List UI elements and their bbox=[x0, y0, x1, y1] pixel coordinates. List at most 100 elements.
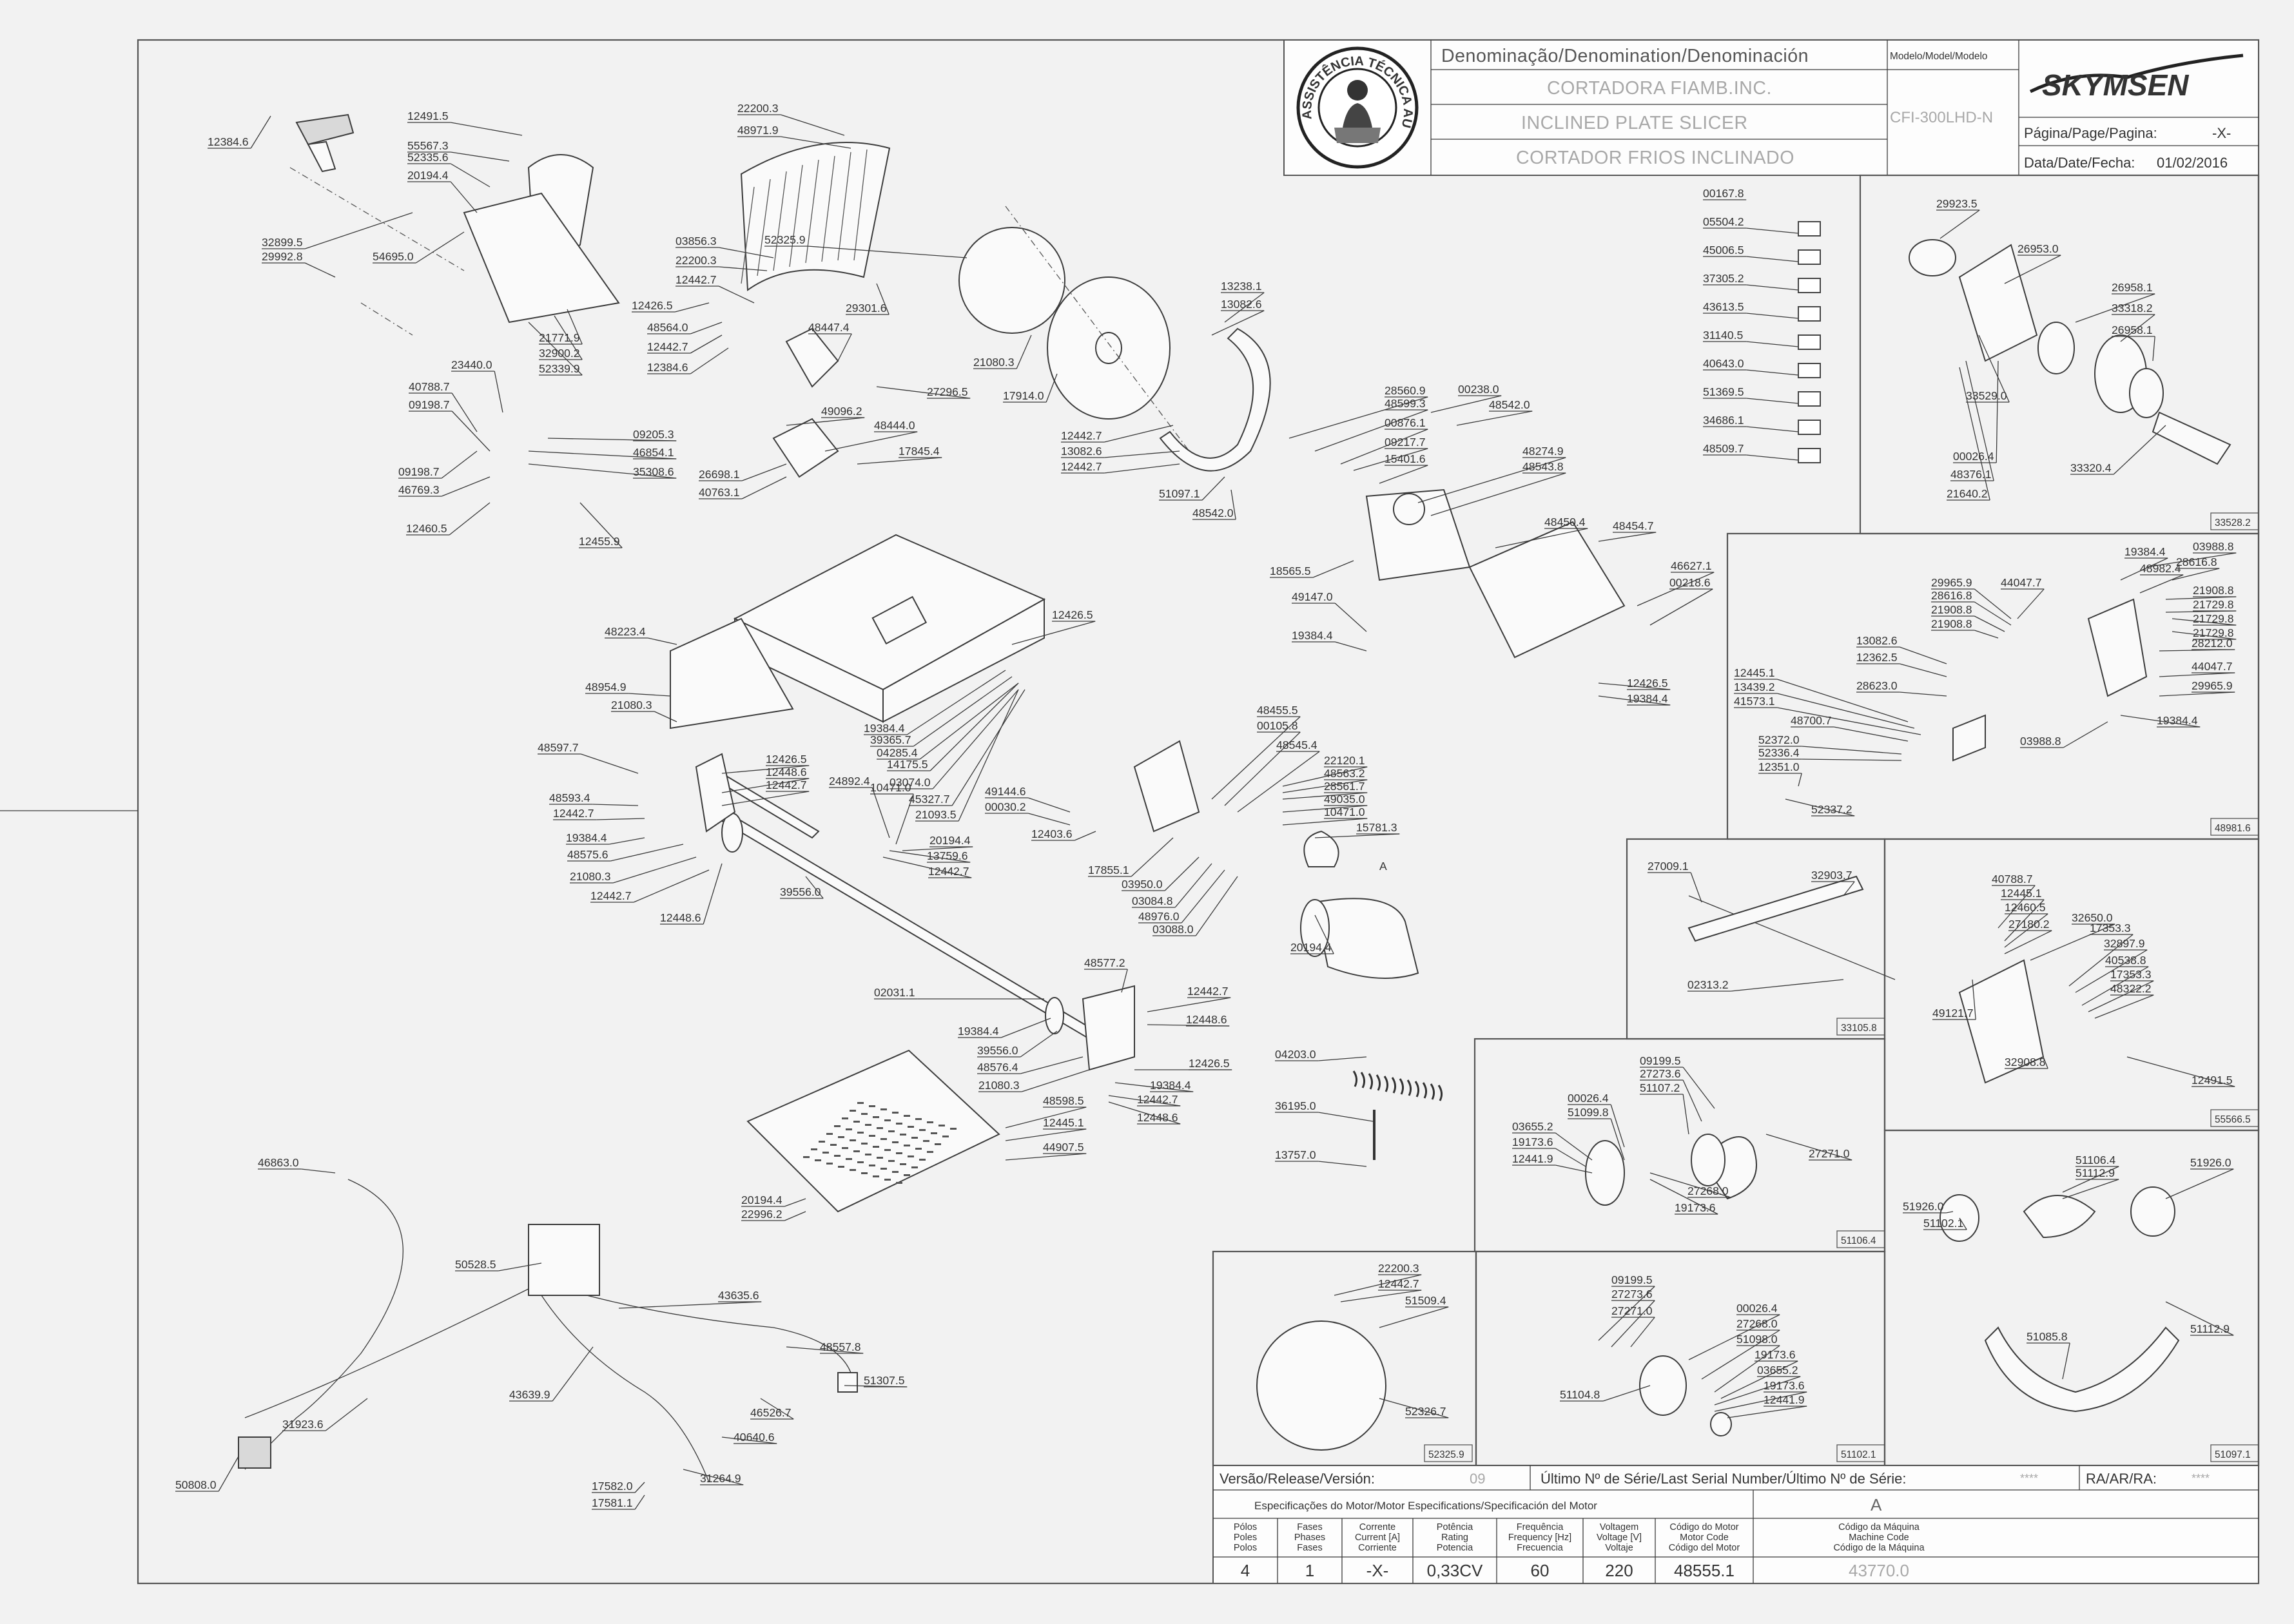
part-label: 55567.3 bbox=[407, 139, 510, 162]
svg-text:17353.3: 17353.3 bbox=[2090, 922, 2131, 934]
sub-assembly-id: 51097.1 bbox=[2215, 1449, 2251, 1460]
part-label: 12448.6 bbox=[1108, 1101, 1181, 1125]
sub-part-label: 41573.1 bbox=[1734, 695, 1921, 735]
part-label: 48598.5 bbox=[1005, 1094, 1087, 1128]
svg-text:48376.1: 48376.1 bbox=[1950, 468, 1992, 481]
svg-text:48545.4: 48545.4 bbox=[1276, 739, 1317, 751]
sub-part-label: 33529.0 bbox=[1966, 334, 2010, 403]
svg-text:02313.2: 02313.2 bbox=[1687, 978, 1729, 991]
part-label: 12442.7 bbox=[882, 856, 972, 878]
sub-part-label: 26953.0 bbox=[2004, 242, 2061, 284]
part-label: 00030.2 bbox=[985, 800, 1071, 826]
svg-text:48223.4: 48223.4 bbox=[605, 625, 646, 638]
svg-text:17845.4: 17845.4 bbox=[899, 445, 940, 458]
svg-text:20194.4: 20194.4 bbox=[741, 1194, 782, 1206]
svg-text:12460.5: 12460.5 bbox=[406, 522, 447, 535]
motor-spec-header: Pólos bbox=[1234, 1522, 1257, 1532]
svg-text:03088.0: 03088.0 bbox=[1152, 923, 1194, 936]
part-label: 12491.5 bbox=[407, 110, 523, 136]
svg-text:48564.0: 48564.0 bbox=[647, 321, 688, 334]
skymsen-logo: SKYMSEN bbox=[2029, 53, 2244, 102]
svg-text:40640.6: 40640.6 bbox=[734, 1431, 775, 1444]
svg-text:43639.9: 43639.9 bbox=[509, 1388, 550, 1401]
motor-spec-header: Machine Code bbox=[1849, 1532, 1909, 1543]
svg-text:12442.7: 12442.7 bbox=[553, 807, 594, 820]
part-label: 02031.1 bbox=[874, 986, 1044, 1000]
part-label: 36195.0 bbox=[1275, 1099, 1374, 1122]
svg-text:10471.0: 10471.0 bbox=[870, 781, 911, 794]
part-label: 51097.1 bbox=[1159, 476, 1225, 501]
svg-text:41573.1: 41573.1 bbox=[1734, 695, 1775, 708]
svg-text:26958.1: 26958.1 bbox=[2112, 281, 2153, 294]
svg-text:22200.3: 22200.3 bbox=[676, 254, 717, 267]
part-label: 12442.7 bbox=[721, 778, 810, 806]
sub-part-label: 03988.8 bbox=[2020, 721, 2108, 748]
svg-text:19173.6: 19173.6 bbox=[1755, 1348, 1796, 1361]
part-label: 12442.7 bbox=[647, 334, 723, 354]
svg-text:17914.0: 17914.0 bbox=[1003, 389, 1044, 402]
part-label: 19384.4 bbox=[958, 1018, 1051, 1038]
svg-text:48576.4: 48576.4 bbox=[977, 1061, 1018, 1074]
sub-part-label: 19173.6 bbox=[1720, 1348, 1798, 1399]
svg-text:48509.7: 48509.7 bbox=[1703, 442, 1744, 455]
svg-text:51926.0: 51926.0 bbox=[1903, 1200, 1944, 1213]
sub-part-label: 33318.2 bbox=[2112, 302, 2155, 342]
svg-text:21080.3: 21080.3 bbox=[611, 699, 652, 711]
part-label: 17581.1 bbox=[592, 1494, 645, 1510]
svg-text:28560.9: 28560.9 bbox=[1385, 384, 1426, 397]
svg-text:03988.8: 03988.8 bbox=[2020, 735, 2061, 748]
svg-text:48597.7: 48597.7 bbox=[538, 741, 579, 754]
part-number-labels: 12384.612491.555567.352335.620194.432899… bbox=[175, 102, 1715, 1510]
svg-text:27009.1: 27009.1 bbox=[1648, 860, 1689, 873]
svg-text:12362.5: 12362.5 bbox=[1856, 651, 1898, 664]
svg-text:14175.5: 14175.5 bbox=[887, 758, 928, 771]
part-label: 48599.3 bbox=[1314, 397, 1428, 452]
svg-text:49144.6: 49144.6 bbox=[985, 785, 1026, 798]
part-label: 03074.0 bbox=[889, 689, 1019, 789]
svg-text:17582.0: 17582.0 bbox=[592, 1480, 633, 1493]
svg-text:12426.5: 12426.5 bbox=[632, 299, 673, 312]
svg-text:32908.8: 32908.8 bbox=[2005, 1056, 2046, 1068]
sub-part-label: 44047.7 bbox=[2001, 576, 2045, 619]
sub-part-label: 28616.8 bbox=[2172, 556, 2220, 581]
svg-text:48598.5: 48598.5 bbox=[1043, 1094, 1084, 1107]
svg-text:12384.6: 12384.6 bbox=[647, 361, 688, 374]
svg-text:50528.5: 50528.5 bbox=[455, 1258, 496, 1271]
part-label: 49147.0 bbox=[1292, 590, 1367, 632]
part-label: 03088.0 bbox=[1152, 876, 1238, 936]
svg-text:48700.7: 48700.7 bbox=[1791, 714, 1832, 727]
svg-text:00026.4: 00026.4 bbox=[1953, 450, 1994, 463]
svg-text:51085.8: 51085.8 bbox=[2027, 1330, 2068, 1343]
part-label: 24892.4 bbox=[829, 775, 890, 838]
sub-assembly-id: 51106.4 bbox=[1841, 1235, 1876, 1246]
svg-text:40788.7: 40788.7 bbox=[409, 380, 450, 393]
accessory-icon bbox=[1798, 249, 1821, 265]
svg-text:00238.0: 00238.0 bbox=[1458, 383, 1499, 396]
svg-text:21908.8: 21908.8 bbox=[1931, 603, 1972, 616]
svg-text:51112.9: 51112.9 bbox=[2190, 1322, 2230, 1335]
motor-spec-value: -X- bbox=[1366, 1561, 1389, 1580]
svg-text:21080.3: 21080.3 bbox=[570, 870, 611, 883]
part-label: 48542.0 bbox=[1456, 398, 1533, 426]
svg-text:48450.4: 48450.4 bbox=[1544, 516, 1586, 528]
ra-label: RA/AR/RA: bbox=[2086, 1471, 2157, 1487]
svg-text:48599.3: 48599.3 bbox=[1385, 397, 1426, 410]
svg-text:51106.4: 51106.4 bbox=[2075, 1154, 2116, 1166]
svg-text:12351.0: 12351.0 bbox=[1758, 760, 1800, 773]
svg-text:39556.0: 39556.0 bbox=[977, 1044, 1018, 1057]
sub-part-label: 32650.0 bbox=[2030, 911, 2115, 961]
svg-text:23440.0: 23440.0 bbox=[451, 358, 492, 371]
svg-text:03084.8: 03084.8 bbox=[1132, 894, 1173, 907]
svg-text:15781.3: 15781.3 bbox=[1356, 821, 1397, 834]
sub-part-label: 21908.8 bbox=[1931, 603, 2005, 632]
svg-text:02031.1: 02031.1 bbox=[874, 986, 915, 999]
part-label: 48564.0 bbox=[647, 321, 723, 334]
svg-text:12442.7: 12442.7 bbox=[1187, 985, 1229, 998]
part-label: 20194.4 bbox=[902, 834, 973, 851]
svg-text:18565.5: 18565.5 bbox=[1270, 565, 1311, 577]
svg-text:13439.2: 13439.2 bbox=[1734, 681, 1775, 693]
part-label: 54695.0 bbox=[373, 231, 465, 264]
svg-text:28561.7: 28561.7 bbox=[1324, 780, 1365, 793]
part-label: 48597.7 bbox=[538, 741, 639, 774]
svg-text:51098.0: 51098.0 bbox=[1736, 1333, 1778, 1346]
